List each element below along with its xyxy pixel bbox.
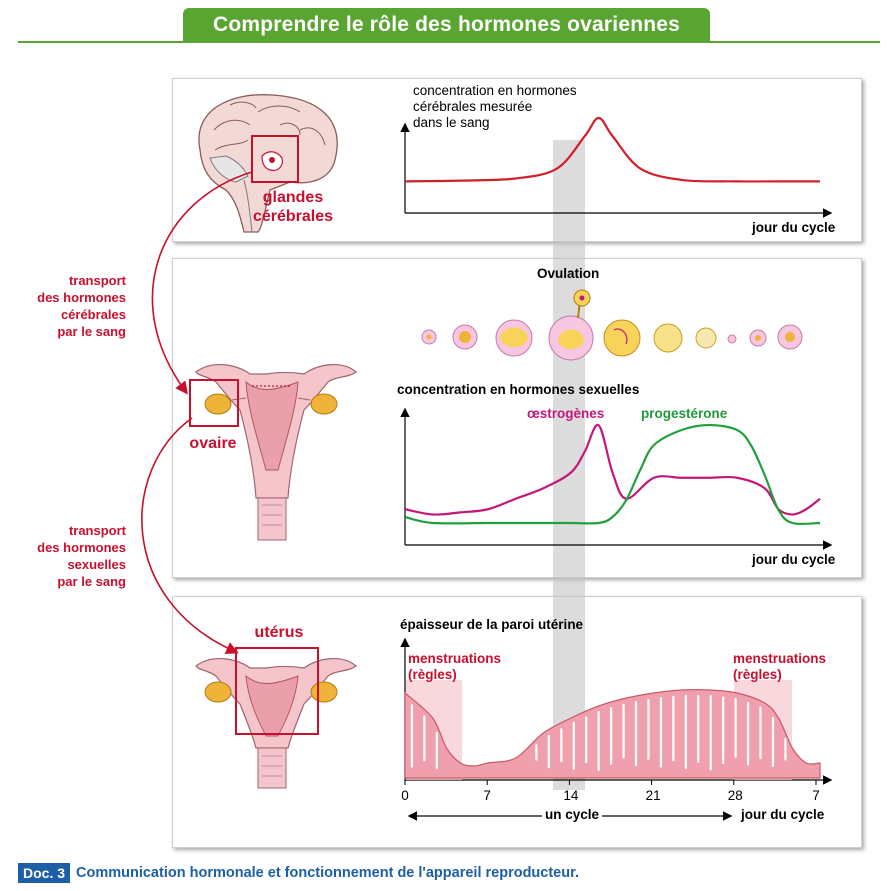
x-ticks-uterus bbox=[404, 780, 817, 785]
x-tick-label: 28 bbox=[727, 788, 743, 803]
ovulation-band bbox=[553, 140, 585, 790]
menses-label-left: menstruations (règles) bbox=[408, 651, 502, 682]
brain-illustration bbox=[198, 94, 338, 233]
uterus-wall-area bbox=[404, 689, 821, 779]
label-brain-glands: glandes cérébrales bbox=[252, 189, 334, 225]
transport-sex-label: transport des hormones sexuelles par le … bbox=[37, 523, 126, 589]
uterus-illustration-middle bbox=[189, 364, 357, 541]
cycle-label: un cycle bbox=[542, 807, 603, 823]
legend-oestrogen: œstrogènes bbox=[527, 406, 605, 421]
progesterone-line bbox=[404, 423, 821, 526]
menses-label-right: menstruations (règles) bbox=[733, 651, 827, 682]
page-title: Comprendre le rôle des hormones ovarienn… bbox=[183, 8, 710, 42]
x-tick-label: 21 bbox=[645, 788, 661, 803]
legend-progesterone: progestérone bbox=[641, 406, 728, 421]
label-uterus: utérus bbox=[254, 624, 304, 641]
ovary-x-label: jour du cycle bbox=[752, 552, 836, 567]
brain-hormone-line bbox=[404, 116, 820, 183]
arrow-transport-sex bbox=[141, 417, 239, 654]
x-tick-label: 0 bbox=[401, 788, 409, 803]
doc-tag: Doc. 3 bbox=[18, 863, 71, 883]
axes-ovary bbox=[400, 407, 833, 550]
brain-y-label: concentration en hormones cérébrales mes… bbox=[413, 83, 577, 130]
brain-x-label: jour du cycle bbox=[752, 220, 836, 235]
arrow-transport-brain bbox=[151, 171, 253, 395]
uterus-x-label: jour du cycle bbox=[741, 807, 825, 822]
ovulation-label: Ovulation bbox=[537, 266, 600, 281]
ovary-y-label: concentration en hormones sexuelles bbox=[397, 382, 640, 397]
uterus-y-label: épaisseur de la paroi utérine bbox=[400, 617, 584, 632]
title-underline bbox=[18, 41, 880, 43]
caption-text: Communication hormonale et fonctionnemen… bbox=[76, 865, 579, 881]
oestrogen-line bbox=[404, 423, 821, 516]
x-tick-label: 14 bbox=[563, 788, 579, 803]
x-tick-label: 7 bbox=[812, 788, 820, 803]
label-ovary: ovaire bbox=[189, 435, 237, 452]
axes-brain bbox=[400, 122, 833, 218]
caption: Doc. 3 Communication hormonale et foncti… bbox=[18, 862, 579, 884]
uterus-glands bbox=[410, 694, 787, 772]
uterus-illustration-bottom bbox=[195, 647, 357, 789]
transport-brain-label: transport des hormones cérébrales par le… bbox=[37, 273, 126, 339]
follicle-sequence bbox=[421, 289, 803, 361]
x-tick-label: 7 bbox=[483, 788, 491, 803]
